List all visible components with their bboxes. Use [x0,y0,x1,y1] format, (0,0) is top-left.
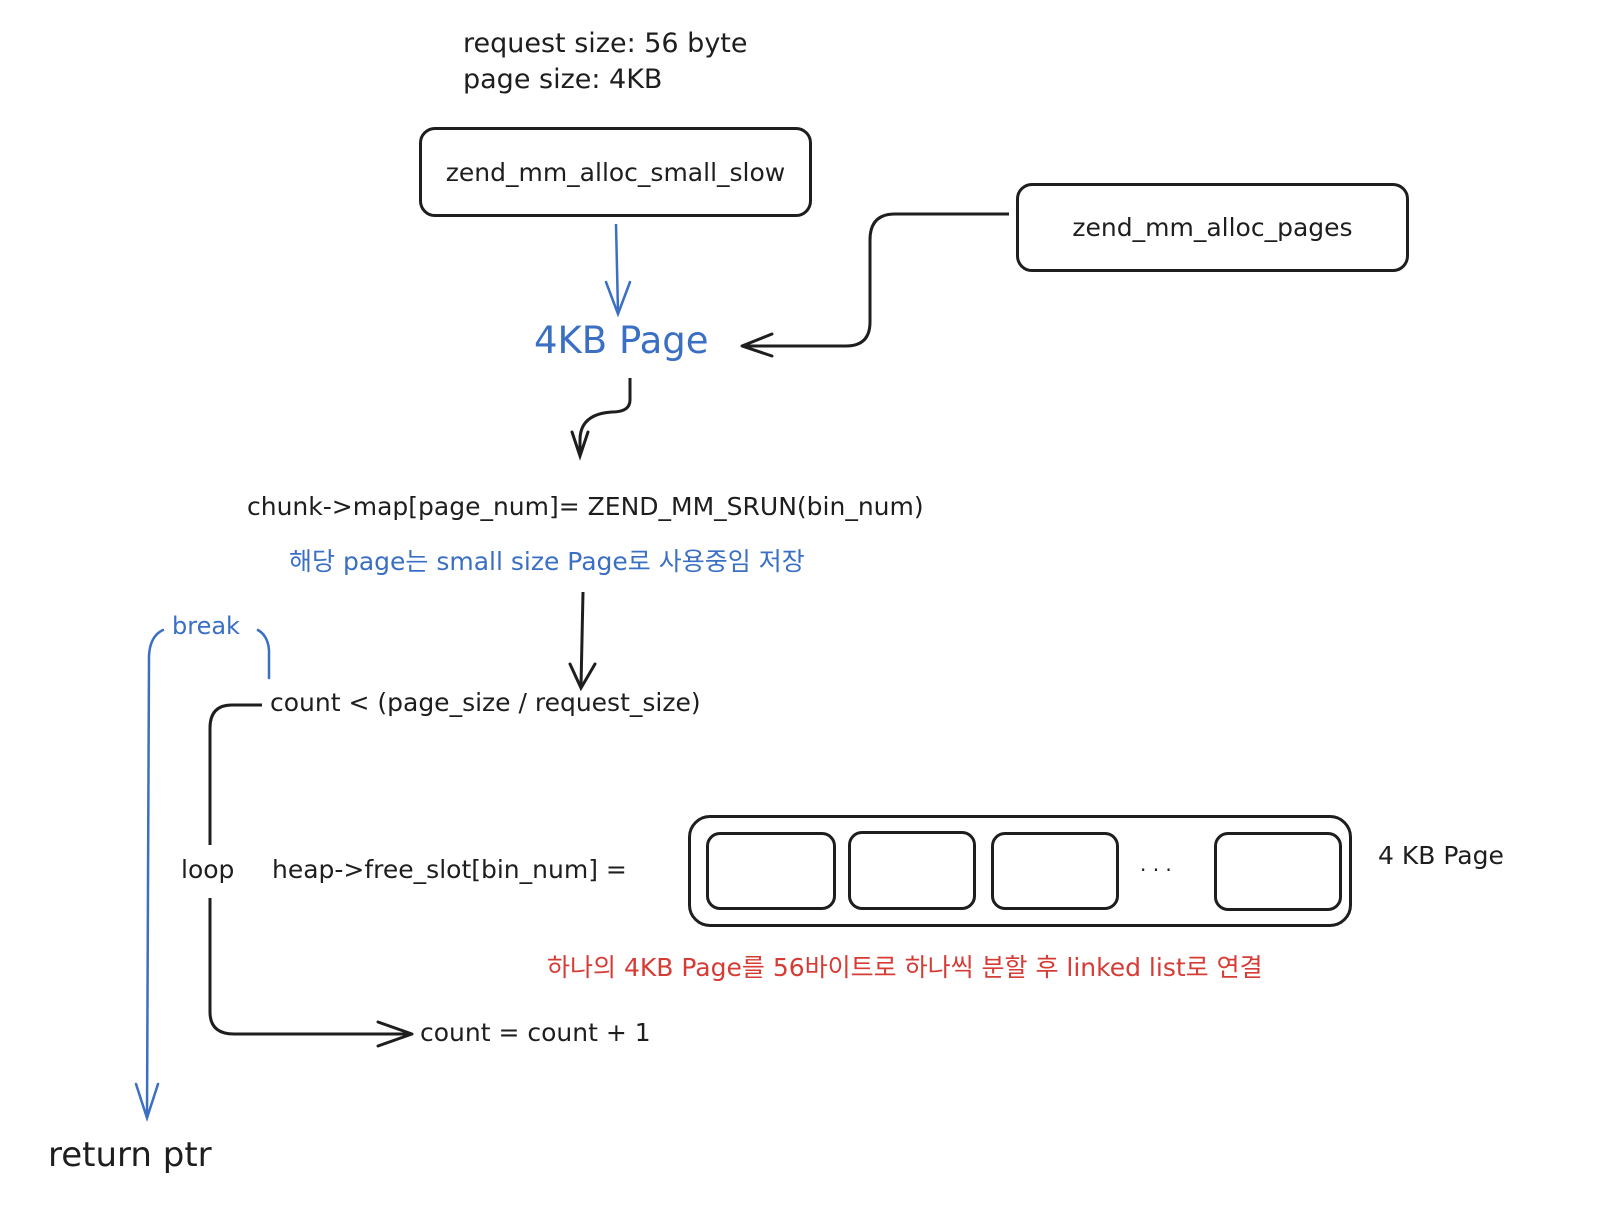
slot-1 [706,832,836,910]
break-connector [134,628,271,1123]
page-block-label: 4 KB Page [1378,841,1504,870]
arrow-small-slow-to-page [604,223,632,318]
node-alloc-pages[interactable]: zend_mm_alloc_pages [1016,183,1409,272]
arrow-alloc-pages-to-page [740,212,1009,358]
arrow-chunk-map-to-loop [568,591,597,692]
split-note: 하나의 4KB Page를 56바이트로 하나씩 분할 후 linked lis… [547,953,1263,982]
slot-3 [991,832,1119,910]
chunk-map-statement: chunk->map[page_num]= ZEND_MM_SRUN(bin_n… [247,492,924,521]
page-size-label: page size: 4KB [463,64,663,95]
request-size-label: request size: 56 byte [463,28,748,59]
slots-ellipsis: · · · [1140,858,1172,882]
return-label: return ptr [48,1135,212,1175]
loop-condition: count < (page_size / request_size) [270,688,701,717]
page-4kb-label: 4KB Page [534,319,709,362]
slot-2 [848,831,976,910]
loop-connector [208,703,414,1048]
increment-statement: count = count + 1 [420,1018,651,1047]
node-alloc-small-slow[interactable]: zend_mm_alloc_small_slow [419,127,812,217]
free-slot-statement: heap->free_slot[bin_num] = [272,855,627,884]
node-alloc-small-slow-label: zend_mm_alloc_small_slow [445,157,786,187]
break-label: break [172,612,240,640]
chunk-map-note: 해당 page는 small size Page로 사용중임 저장 [289,547,805,576]
arrow-page-to-chunk-map [570,378,632,461]
slot-last [1214,832,1342,911]
node-alloc-pages-label: zend_mm_alloc_pages [1072,213,1353,242]
loop-label: loop [181,855,235,884]
